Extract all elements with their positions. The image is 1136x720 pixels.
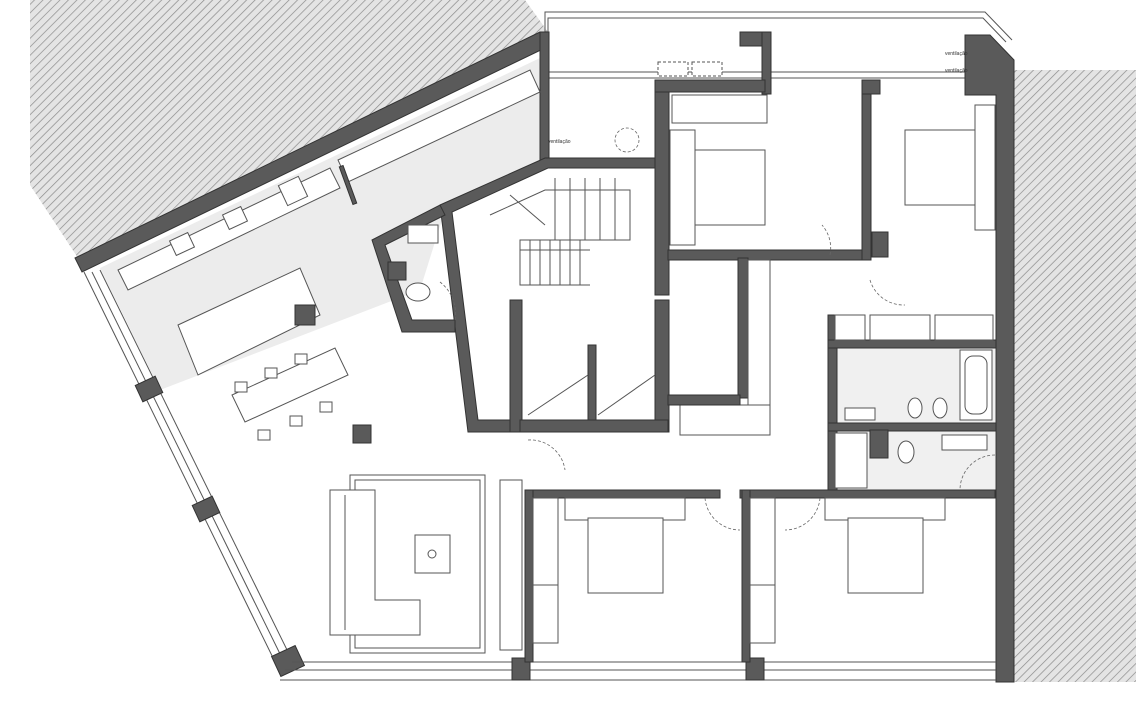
kitchen-furniture [117,69,541,376]
kitchen-sliding-door [338,164,358,206]
wall-east [964,34,1015,683]
bathroom-floor [835,345,995,425]
wall-north-vertical [539,31,550,168]
hatched-exterior-left [30,0,548,258]
guest-wc [371,204,456,333]
balcony [544,11,1013,79]
bedroom-top-middle [657,61,869,261]
bathrooms [827,314,997,494]
label-ventilation-stair: ventilação [548,139,571,145]
bedrooms-bottom [524,439,996,663]
dining-table [231,347,372,444]
label-ventilation-top-1: ventilação [945,51,968,57]
stair-core [439,79,766,433]
label-ventilation-top-2: ventilação [945,68,968,74]
wall-top-stub [761,31,772,95]
facade-west [83,269,306,678]
stair-up-marker [614,127,640,153]
bedroom-top-right [861,79,996,306]
corridor-wardrobes [667,257,771,436]
facade-south [280,657,996,681]
staircase [489,178,631,286]
living-area [329,474,523,654]
hatched-exterior-right [1014,70,1136,682]
